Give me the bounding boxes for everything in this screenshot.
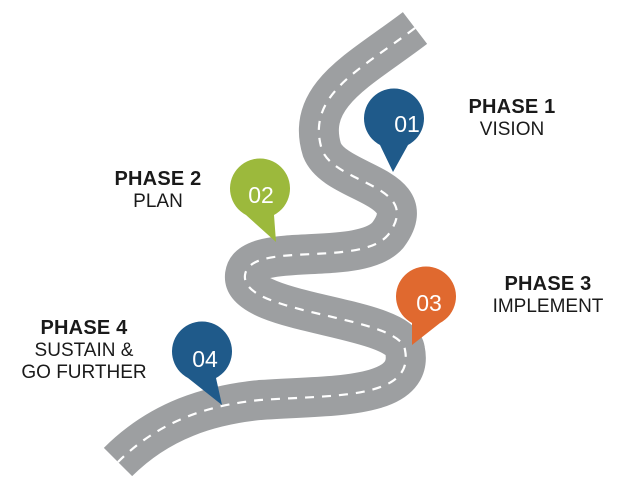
phase-3-marker: 03: [396, 266, 457, 345]
phase-2-name: PLAN: [133, 191, 183, 212]
phase-4-name-line2: GO FURTHER: [21, 361, 147, 383]
phase-4-marker: 04: [172, 321, 232, 405]
phase-2-label: PHASE 2 PLAN: [96, 168, 220, 213]
phase-2-title: PHASE 2: [114, 168, 202, 190]
phase-4-title: PHASE 4: [40, 317, 128, 339]
phase-3-title: PHASE 3: [504, 273, 592, 295]
phase-1-label: PHASE 1 VISION: [452, 96, 572, 141]
map-pin-icon: [364, 88, 424, 172]
road-center-line: [117, 27, 416, 463]
phase-1-number: 01: [394, 111, 420, 137]
map-pin-icon: [396, 266, 457, 345]
phase-4-label: PHASE 4 SUSTAIN & GO FURTHER: [4, 317, 164, 384]
phase-1-name: VISION: [479, 119, 545, 140]
phase-1-marker: 01: [364, 88, 424, 172]
phase-3-number: 03: [416, 290, 442, 316]
phase-1-title: PHASE 1: [468, 96, 556, 118]
phase-3-name: IMPLEMENT: [492, 296, 604, 317]
phase-2-number: 02: [248, 182, 274, 208]
phase-3-label: PHASE 3 IMPLEMENT: [482, 273, 614, 318]
phase-4-name: SUSTAIN &: [34, 340, 134, 361]
phase-2-marker: 02: [230, 158, 291, 242]
map-pin-icon: [172, 321, 232, 405]
map-pin-icon: [230, 158, 291, 242]
phase-4-number: 04: [192, 346, 218, 372]
